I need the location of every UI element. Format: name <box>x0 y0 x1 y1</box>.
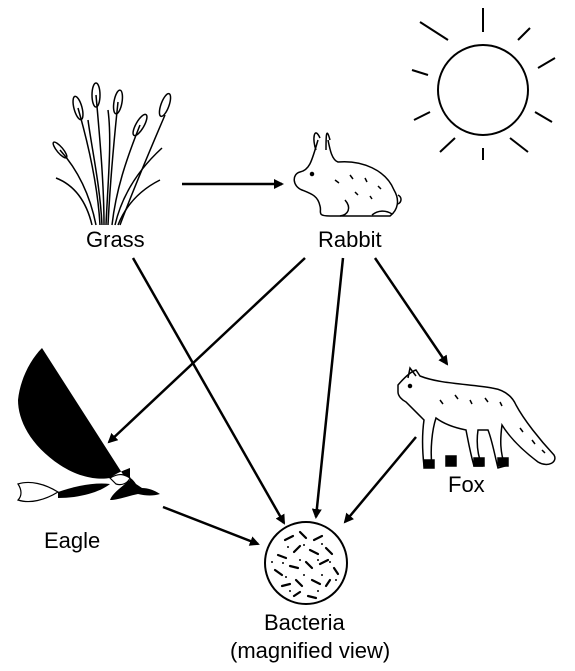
grass-icon <box>51 83 173 225</box>
bacteria-circle-icon <box>265 522 347 604</box>
rabbit-icon <box>294 133 401 216</box>
arrow-rabbit-to-eagle <box>109 258 305 442</box>
fox-label: Fox <box>448 472 485 498</box>
arrow-rabbit-to-fox <box>375 258 447 364</box>
arrow-eagle-to-bacteria <box>163 507 258 544</box>
fox-icon <box>398 368 555 468</box>
sun-icon <box>412 8 555 160</box>
bacteria-note-label: (magnified view) <box>230 638 390 664</box>
arrow-rabbit-to-bacteria <box>316 258 343 517</box>
bacteria-label: Bacteria <box>264 610 345 636</box>
arrow-fox-to-bacteria <box>345 437 416 522</box>
rabbit-label: Rabbit <box>318 227 382 253</box>
eagle-label: Eagle <box>44 528 100 554</box>
eagle-icon <box>18 348 160 502</box>
grass-label: Grass <box>86 227 145 253</box>
